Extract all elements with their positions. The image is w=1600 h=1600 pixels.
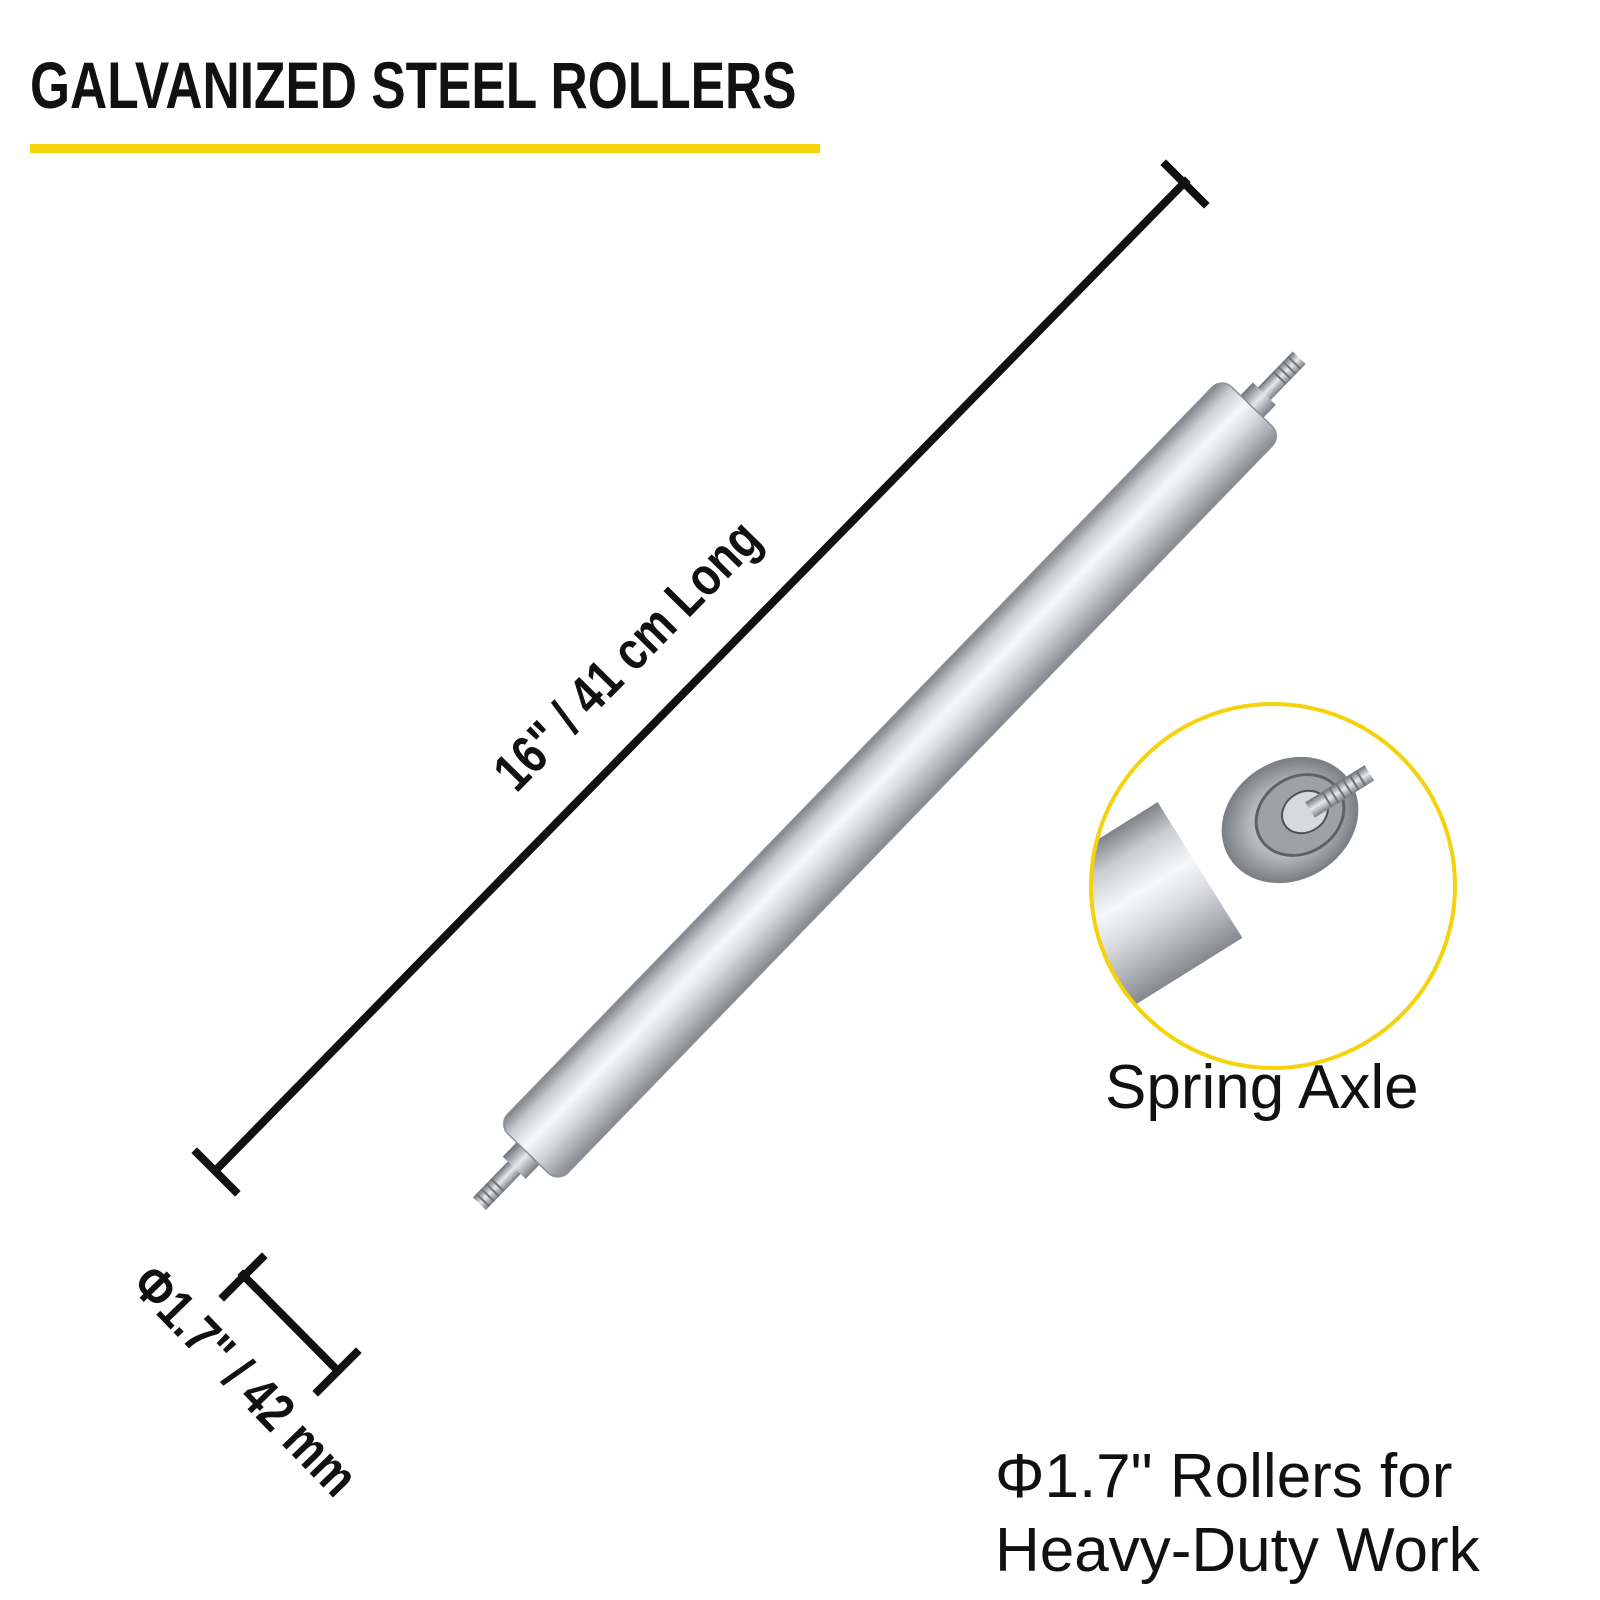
axle-stub-right bbox=[1250, 351, 1306, 408]
length-label: 16" / 41 cm Long bbox=[482, 508, 772, 802]
roller-tube bbox=[472, 351, 1306, 1210]
length-dimension-line bbox=[191, 159, 1210, 1197]
promo-text: Φ1.7" Rollers for Heavy-Duty Work bbox=[995, 1440, 1480, 1589]
spring-axle-label: Spring Axle bbox=[1105, 1053, 1419, 1122]
title-underline bbox=[30, 144, 820, 153]
detail-ring bbox=[1089, 702, 1457, 1070]
promo-line-2: Heavy-Duty Work bbox=[995, 1516, 1480, 1586]
page-title: GALVANIZED STEEL ROLLERS bbox=[30, 48, 797, 122]
promo-line-1: Φ1.7" Rollers for bbox=[995, 1442, 1453, 1511]
axle-stub-left bbox=[472, 1154, 528, 1210]
spring-axle-detail bbox=[1089, 702, 1457, 1070]
diameter-dimension-line bbox=[218, 1252, 362, 1397]
